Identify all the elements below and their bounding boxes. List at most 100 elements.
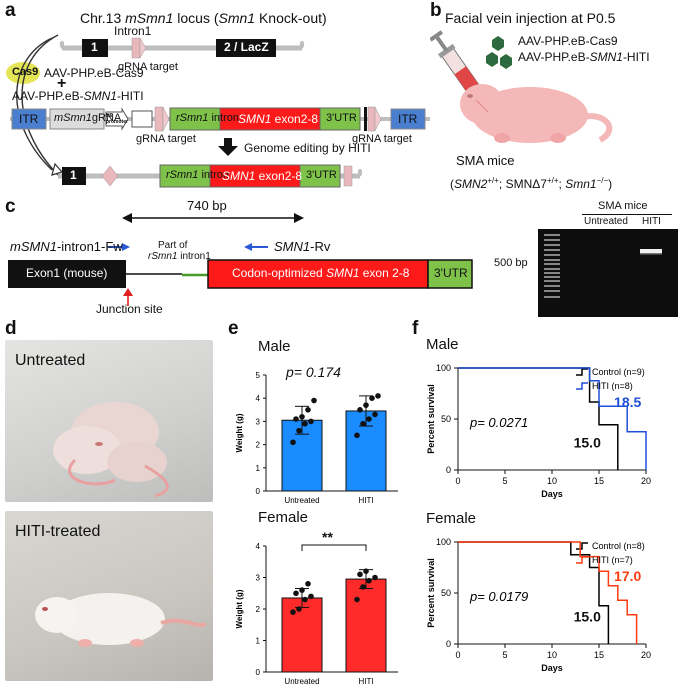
gel-marker-label: 500 bp: [494, 257, 528, 269]
data-point: [302, 596, 308, 603]
y-axis-label: Weight (g): [235, 413, 244, 452]
rv-primer-label: SMN1-Rv: [274, 239, 331, 254]
data-point: [305, 407, 311, 413]
exon1-mouse-label: Exon1 (mouse): [26, 266, 108, 280]
x-tick-label: 5: [502, 650, 507, 660]
utr-c-label: 3'UTR: [434, 266, 468, 280]
data-point: [354, 596, 360, 603]
data-point: [293, 416, 299, 422]
y-tick-label: 0: [446, 465, 451, 475]
data-point: [366, 416, 372, 422]
survival-line: [458, 541, 610, 644]
y-tick-label: 0: [446, 639, 451, 649]
legend-swatch: [576, 542, 588, 550]
data-point: [290, 609, 296, 615]
data-point: [360, 584, 366, 590]
data-point: [296, 606, 302, 612]
grna-target-mid2: gRNA target: [352, 133, 412, 145]
data-point: [305, 581, 311, 587]
e-male-stat: p= 0.174: [286, 364, 341, 380]
x-axis-label: Days: [541, 489, 563, 499]
survival-line: [458, 367, 647, 470]
cas9-label: Cas9: [12, 66, 39, 78]
f-male-title: Male: [426, 336, 459, 353]
panel-label-c: c: [5, 196, 16, 217]
x-tick-label: 15: [594, 476, 604, 486]
x-tick-label: Untreated: [284, 677, 319, 686]
data-point: [357, 571, 363, 578]
data-point: [296, 427, 302, 434]
gel-lane2-label: HITI: [642, 216, 661, 227]
y-axis-label: Percent survival: [426, 558, 436, 628]
intron1-label: Intron1: [114, 24, 152, 38]
u6-label: U6 promoter: [106, 113, 128, 125]
y-axis-label: Percent survival: [426, 384, 436, 454]
legend-swatch: [576, 368, 588, 376]
codon-optimized-label: Codon-optimized SMN1 exon 2-8: [232, 266, 410, 280]
y-tick-label: 50: [441, 414, 451, 424]
panel-a-diagram: Chr.13 mSmn1 locus (Smn1 Knock-out): [0, 0, 430, 196]
msmn1grna-label: mSmn1gRNA: [54, 112, 122, 124]
y-tick-label: 2: [256, 441, 261, 450]
data-point: [293, 590, 299, 597]
grna-target-mid1: gRNA target: [136, 133, 196, 145]
f-female-title: Female: [426, 510, 477, 527]
y-tick-label: 4: [256, 394, 261, 403]
itr-right: ITR: [398, 112, 418, 126]
vector2-label: AAV-PHP.eB-SMN1-HITI: [12, 89, 144, 103]
data-point: [366, 577, 372, 584]
data-point: [375, 393, 381, 399]
locus-title: Chr.13 mSmn1 locus (Smn1 Knock-out): [80, 10, 327, 26]
rsmn1-intron-result: rSmn1 intron: [166, 169, 229, 181]
e-female-stat: **: [322, 529, 333, 545]
y-tick-label: 4: [256, 542, 261, 551]
x-tick-label: 0: [455, 476, 460, 486]
data-point: [354, 432, 360, 439]
panel-label-a: a: [5, 0, 16, 21]
hiti-treated-photo: HITI-treated: [5, 511, 213, 681]
data-point: [357, 407, 363, 413]
x-tick-label: 0: [455, 650, 460, 660]
exon2-lacz-label: 2 / LacZ: [224, 40, 269, 54]
e-female-title: Female: [258, 509, 309, 526]
b-vector2: AAV-PHP.eB-SMN1-HITI: [518, 50, 650, 64]
cas9-blob: [6, 62, 40, 84]
legend-label: HITI (n=7): [592, 555, 633, 565]
x-tick-label: 5: [502, 476, 507, 486]
median-control: 15.0: [574, 609, 601, 625]
legend-label: HITI (n=8): [592, 381, 633, 391]
legend-label: Control (n=8): [592, 541, 645, 551]
junction-label: Junction site: [96, 302, 163, 316]
injection-title: Facial vein injection at P0.5: [445, 10, 616, 26]
y-tick-label: 5: [256, 371, 261, 380]
gel-lane1-label: Untreated: [584, 216, 628, 227]
b-vector1: AAV-PHP.eB-Cas9: [518, 34, 618, 48]
bar: [281, 597, 323, 673]
utr-label: 3'UTR: [326, 112, 357, 124]
data-point: [372, 411, 378, 418]
sma-mice-label: SMA mice: [456, 153, 515, 168]
smn1-exon-label: SMN1 exon2-8: [238, 112, 319, 126]
legend-swatch: [576, 556, 588, 564]
data-point: [290, 439, 296, 446]
exon1-result: 1: [70, 168, 77, 182]
median-control: 15.0: [574, 435, 601, 451]
x-axis-label: Days: [541, 663, 563, 673]
data-point: [311, 397, 317, 404]
panel-label-d: d: [5, 318, 17, 339]
data-point: [372, 574, 378, 581]
panel-c: 740 bp mSMN1-intron1-Fw SMN1-Rv Part of …: [0, 196, 685, 318]
y-axis-label: Weight (g): [235, 589, 244, 628]
significance-bracket: [301, 544, 367, 551]
smn1-exon-result: SMN1 exon2-8: [222, 169, 303, 183]
itr-left: ITR: [19, 112, 39, 126]
data-point: [363, 568, 369, 574]
data-point: [363, 402, 369, 408]
data-point: [302, 420, 308, 427]
data-point: [308, 418, 314, 425]
genome-editing-label: Genome editing by HITI: [244, 141, 371, 155]
